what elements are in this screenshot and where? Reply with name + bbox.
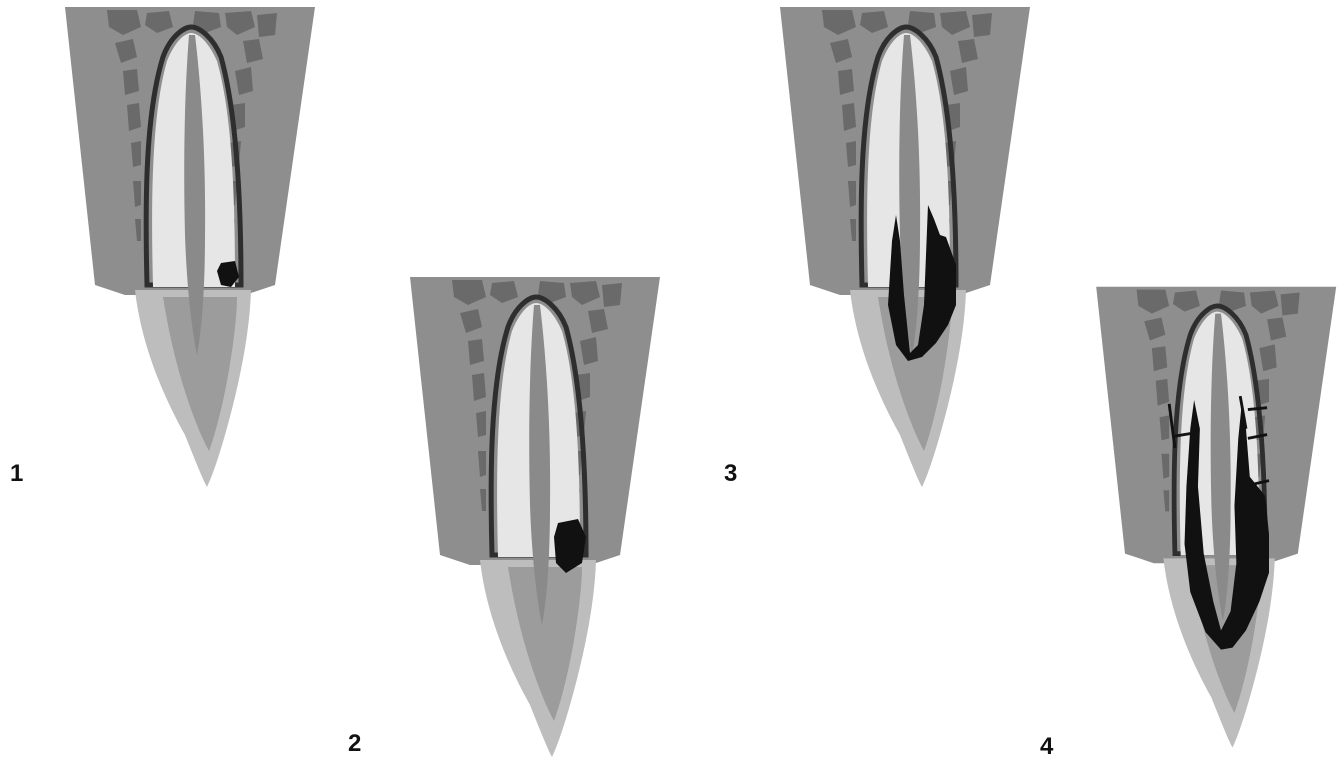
panel-4-diagram	[1077, 275, 1341, 765]
panel-2-diagram	[390, 275, 665, 765]
panel-2-label: 2	[348, 732, 361, 756]
trabecular-space	[127, 103, 141, 131]
fracture-line	[1248, 408, 1267, 410]
panel-4-label: 4	[1040, 735, 1053, 759]
trabecular-space	[1156, 379, 1169, 406]
trabecular-space	[838, 69, 854, 95]
trabecular-space	[257, 13, 277, 37]
trabecular-space	[123, 69, 139, 95]
panel-1-diagram	[45, 5, 320, 495]
trabecular-space	[468, 339, 484, 365]
trabecular-space	[1281, 292, 1300, 315]
trabecular-space	[842, 103, 856, 131]
panel-3-diagram	[760, 5, 1035, 495]
panel-1-label: 1	[10, 462, 23, 486]
trabecular-space	[1152, 346, 1167, 371]
trabecular-space	[602, 283, 622, 307]
trabecular-space	[972, 13, 992, 37]
panel-3-label: 3	[724, 462, 737, 486]
trabecular-space	[472, 373, 486, 401]
